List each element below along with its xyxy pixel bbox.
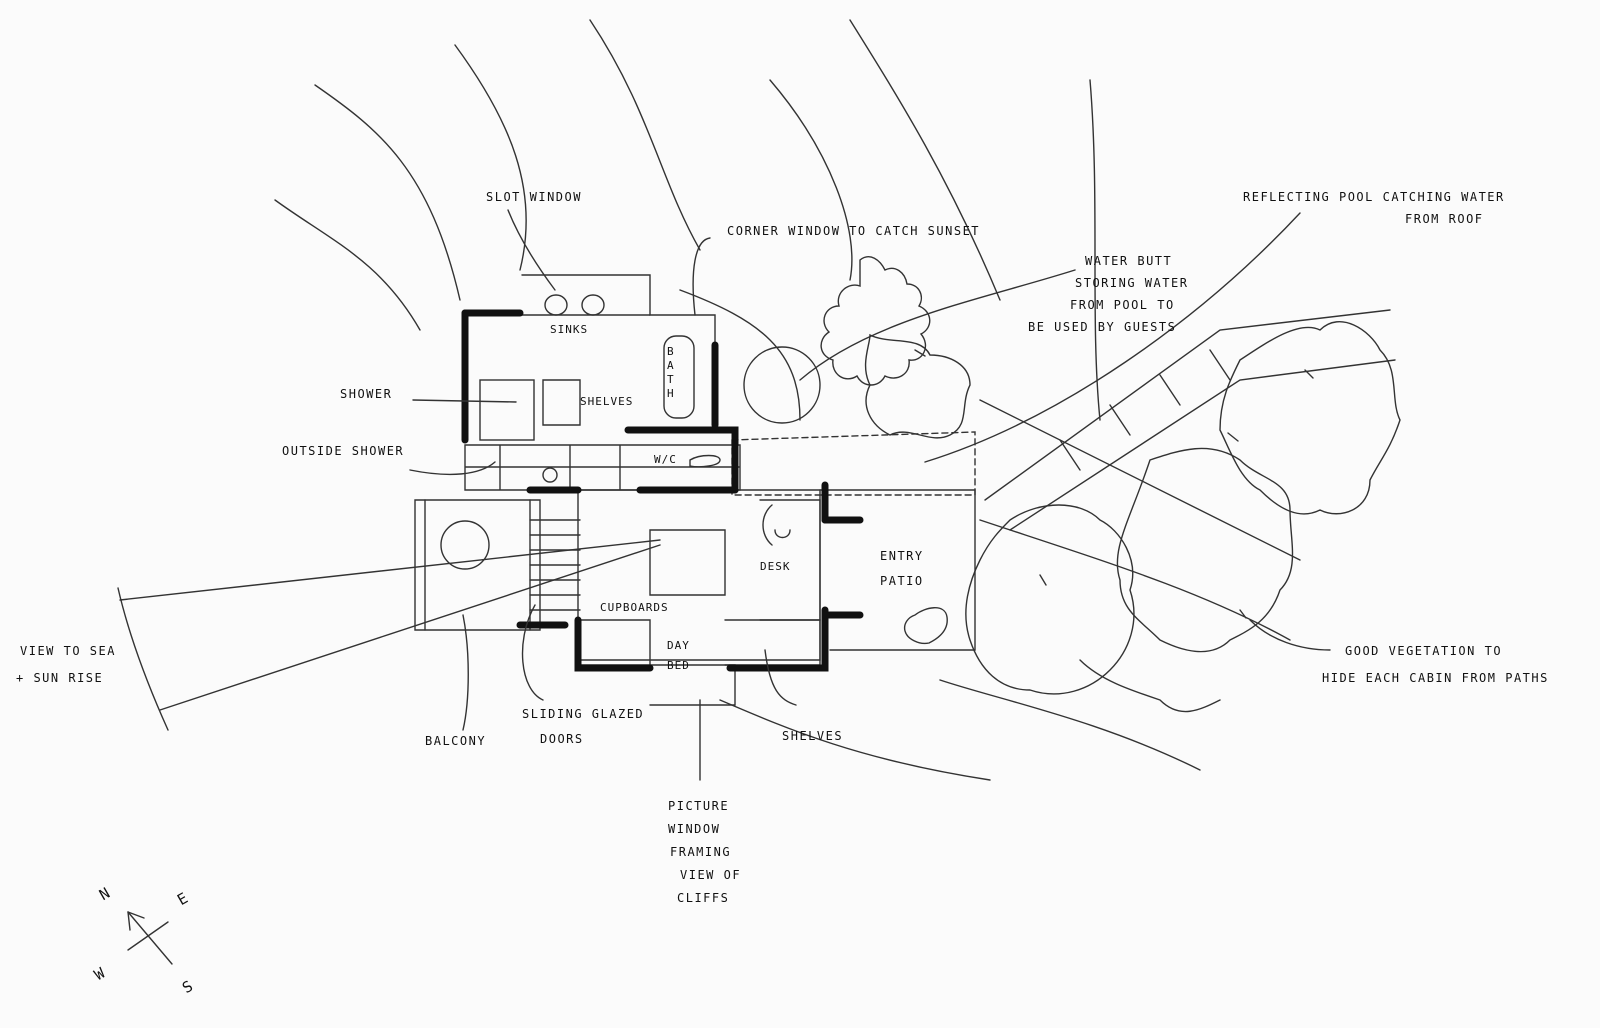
sight-line (119, 539, 661, 601)
tree-canopy (1219, 321, 1401, 515)
contour-line (979, 399, 1301, 561)
label-vegetation-2: HIDE EACH CABIN FROM PATHS (1322, 671, 1549, 685)
sink (544, 294, 568, 316)
contour-line (979, 519, 1291, 641)
leader-reflecting-pool (924, 212, 1301, 463)
contour-line (939, 679, 1201, 771)
label-entry-patio: ENTRY (880, 549, 924, 563)
leader-outside-shower (409, 461, 496, 476)
desk-chair (774, 529, 791, 539)
patio-stone (903, 607, 948, 645)
view-arc (117, 587, 169, 731)
leader-vegetation (1249, 619, 1331, 651)
water-butt (743, 346, 821, 424)
leader-desk (762, 504, 773, 546)
label-slot-window: SLOT WINDOW (486, 190, 582, 204)
label-picture-window-5: CLIFFS (677, 891, 730, 905)
leader-water-butt (799, 269, 1076, 381)
contour-line (719, 699, 991, 781)
contour-line (769, 79, 853, 281)
contour-line (679, 289, 801, 421)
shelves (542, 379, 581, 426)
tree-canopy (1079, 659, 1221, 713)
outside-shower-drain (542, 467, 558, 483)
label-day-bed: DAY (667, 639, 690, 652)
leader-shower (412, 399, 517, 403)
label-reflecting-pool: REFLECTING POOL CATCHING WATER (1243, 190, 1505, 204)
tree-canopy (1116, 447, 1294, 653)
bathtub (663, 335, 695, 419)
leader-slot-window (507, 209, 556, 291)
path-step (1059, 349, 1231, 471)
day-bed (649, 529, 726, 596)
label-reflecting-pool-2: FROM ROOF (1405, 212, 1484, 226)
wall (726, 606, 829, 672)
contour-line (1089, 79, 1101, 421)
label-sliding-doors-2: DOORS (540, 732, 584, 746)
label-water-butt-2: STORING WATER (1075, 276, 1189, 290)
label-entry-patio-2: PATIO (880, 574, 924, 588)
wall (624, 426, 739, 494)
label-vegetation: GOOD VEGETATION TO (1345, 644, 1503, 658)
label-water-butt: WATER BUTT (1085, 254, 1173, 268)
tree-canopy (965, 504, 1135, 695)
cupboard-shelf (724, 619, 821, 666)
contour-line (314, 84, 461, 301)
label-wc: W/C (654, 453, 677, 466)
contour-line (589, 19, 701, 251)
stepped-path (1009, 359, 1396, 531)
entry-patio (819, 489, 976, 651)
stepped-path (984, 309, 1391, 501)
label-shower: SHOWER (340, 387, 393, 401)
shower-tray (479, 379, 535, 441)
label-corner-window: CORNER WINDOW TO CATCH SUNSET (727, 224, 981, 238)
leader-sliding-doors (521, 604, 544, 701)
label-view-to-sea: VIEW TO SEA (20, 644, 116, 658)
tree-canopy (864, 333, 971, 439)
canopy-marks (914, 349, 1314, 619)
label-day-bed-2: BED (667, 659, 690, 672)
wc-bowl (689, 454, 721, 468)
leader-corner-window (692, 237, 711, 316)
contour-line (454, 44, 527, 271)
label-sinks: SINKS (550, 323, 589, 336)
label-cupboards: CUPBOARDS (600, 601, 669, 614)
leader-balcony (462, 614, 469, 731)
tree-canopy (820, 256, 931, 386)
cupboard-shelf (577, 619, 651, 666)
wall (574, 616, 654, 672)
label-shelves-bathroom: SHELVES (580, 395, 634, 408)
label-shelves-main: SHELVES (782, 729, 844, 743)
label-desk: DESK (760, 560, 791, 573)
balcony-deck (414, 499, 541, 631)
label-sliding-doors: SLIDING GLAZED (522, 707, 645, 721)
contour-line (274, 199, 421, 331)
leader-shelves (764, 649, 797, 706)
label-picture-window-2: WINDOW (668, 822, 721, 836)
compass-arrow (127, 911, 173, 965)
label-water-butt-4: BE USED BY GUESTS (1028, 320, 1177, 334)
compass-arrowhead (127, 911, 145, 931)
label-bath: BATH (667, 345, 675, 400)
label-picture-window-4: VIEW OF (680, 868, 742, 882)
sink (581, 294, 605, 316)
balcony-table (440, 520, 490, 570)
balcony-stairs (529, 519, 581, 611)
picture-window (649, 664, 736, 706)
label-picture-window-3: FRAMING (670, 845, 732, 859)
contour-line (849, 19, 1001, 301)
label-outside-shower: OUTSIDE SHOWER (282, 444, 405, 458)
reflecting-pool (731, 431, 976, 496)
label-view-to-sea-2: + SUN RISE (16, 671, 104, 685)
label-water-butt-3: FROM POOL TO (1070, 298, 1175, 312)
label-balcony: BALCONY (425, 734, 487, 748)
sight-line (159, 544, 661, 711)
label-picture-window: PICTURE (668, 799, 730, 813)
